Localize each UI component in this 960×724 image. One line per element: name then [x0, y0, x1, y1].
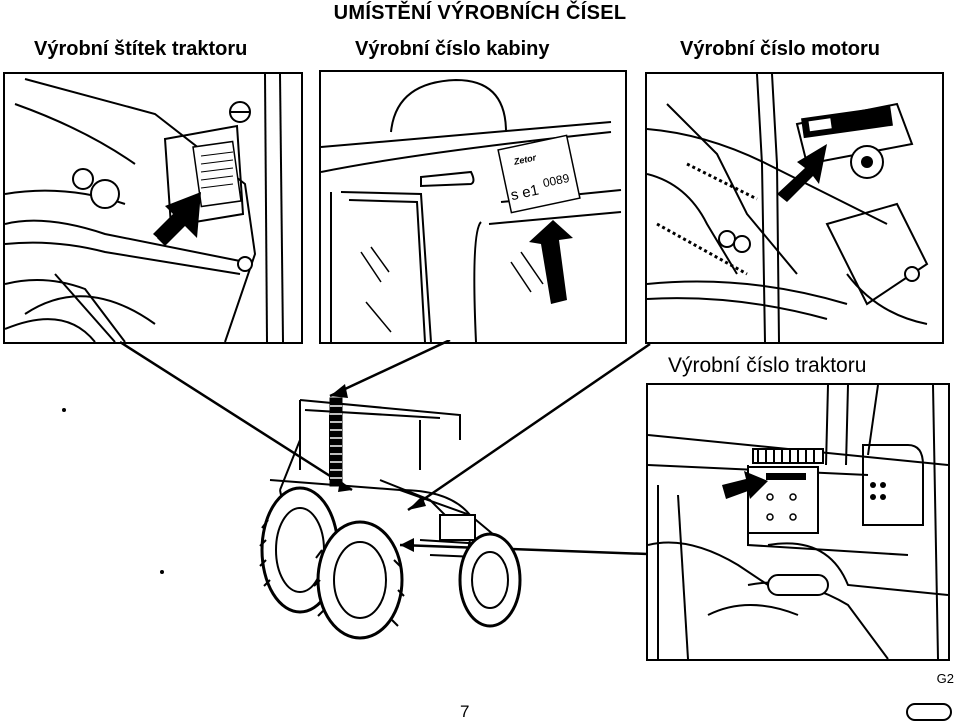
pointer-arrow: [777, 144, 827, 202]
page-number: 7: [460, 702, 470, 721]
caption-tractor-number: Výrobní číslo traktoru: [668, 354, 867, 377]
caption-tractor-plate: Výrobní štítek traktoru: [34, 38, 248, 60]
section-code: G2: [936, 671, 954, 686]
cab-number-illustration: Zetor s e1 0089: [321, 78, 622, 342]
pointer-arrow: [722, 471, 768, 499]
panel-cab-number: Zetor s e1 0089: [319, 70, 627, 344]
tractor-number-illustration: [648, 385, 948, 659]
panel-tractor-plate: [3, 72, 303, 344]
caption-cab-number: Výrobní číslo kabiny: [355, 38, 550, 60]
cab-plate-line1: s e1: [509, 182, 540, 205]
cab-plate-line2: 0089: [542, 171, 571, 190]
zetor-logo: [906, 703, 952, 721]
cab-plate-brand: Zetor: [512, 152, 538, 167]
panel-engine-number: [645, 72, 944, 344]
pointer-arrow: [529, 220, 573, 304]
page-title: UMÍSTĚNÍ VÝROBNÍCH ČÍSEL: [333, 2, 627, 24]
tractor-overview: [0, 340, 660, 670]
tractor-plate-illustration: [5, 74, 284, 342]
engine-number-illustration: [647, 74, 929, 342]
panel-tractor-number: [646, 383, 950, 661]
caption-engine-number: Výrobní číslo motoru: [680, 38, 881, 60]
tractor-illustration: [62, 340, 651, 640]
